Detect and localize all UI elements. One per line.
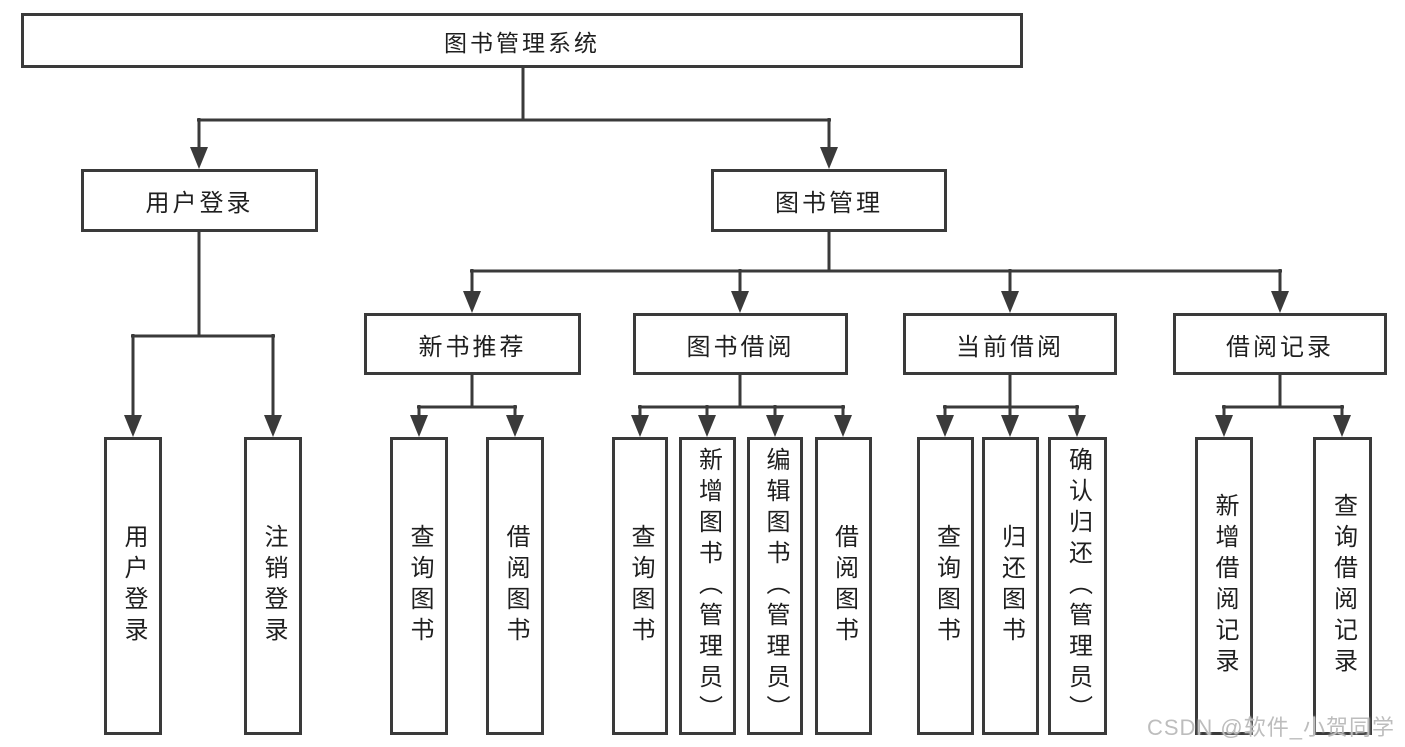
leaf-user-login: 用户登录 (104, 437, 162, 735)
leaf-query-book-recommend: 查询图书 (390, 437, 448, 735)
leaf-query-book-recommend-label: 查询图书 (406, 524, 433, 648)
node-current-borrow: 当前借阅 (903, 313, 1117, 375)
leaf-query-book-borrow: 查询图书 (612, 437, 668, 735)
leaf-confirm-return-admin: 确认归还（管理员） (1048, 437, 1107, 735)
leaf-borrow-book: 借阅图书 (815, 437, 872, 735)
node-current-borrow-label: 当前借阅 (956, 333, 1064, 361)
csdn-watermark: CSDN @软件_小贺同学 (1146, 715, 1395, 740)
leaf-borrow-book-label: 借阅图书 (830, 524, 858, 648)
node-book-management-label: 图书管理 (775, 190, 883, 217)
node-user-login-label: 用户登录 (145, 190, 254, 217)
leaf-return-book: 归还图书 (982, 437, 1039, 735)
leaf-user-login-label: 用户登录 (120, 524, 147, 648)
node-library-system: 图书管理系统 (21, 13, 1023, 68)
node-user-login: 用户登录 (81, 169, 318, 232)
leaf-confirm-return-admin-label: 确认归还（管理员） (1064, 446, 1092, 726)
leaf-borrow-book-recommend-label: 借阅图书 (502, 524, 529, 648)
node-book-borrow: 图书借阅 (633, 313, 848, 375)
node-new-book-recommend: 新书推荐 (364, 313, 581, 375)
leaf-edit-book-admin: 编辑图书（管理员） (747, 437, 803, 735)
node-new-book-recommend-label: 新书推荐 (418, 333, 527, 361)
leaf-query-borrow-record: 查询借阅记录 (1313, 437, 1372, 735)
leaf-borrow-book-recommend: 借阅图书 (486, 437, 544, 735)
leaf-add-book-admin-label: 新增图书（管理员） (694, 446, 722, 726)
leaf-add-borrow-record-label: 新增借阅记录 (1211, 493, 1238, 679)
leaf-query-book-current: 查询图书 (917, 437, 974, 735)
leaf-return-book-label: 归还图书 (997, 524, 1025, 648)
leaf-add-book-admin: 新增图书（管理员） (679, 437, 736, 735)
leaf-query-book-current-label: 查询图书 (932, 524, 960, 648)
leaf-query-book-borrow-label: 查询图书 (627, 524, 654, 648)
node-borrow-records: 借阅记录 (1173, 313, 1387, 375)
leaf-edit-book-admin-label: 编辑图书（管理员） (762, 446, 789, 726)
leaf-logout: 注销登录 (244, 437, 302, 735)
leaf-add-borrow-record: 新增借阅记录 (1195, 437, 1253, 735)
node-library-system-label: 图书管理系统 (444, 29, 600, 56)
node-book-management: 图书管理 (711, 169, 947, 232)
node-book-borrow-label: 图书借阅 (686, 333, 795, 361)
node-borrow-records-label: 借阅记录 (1226, 333, 1334, 361)
leaf-logout-label: 注销登录 (260, 524, 287, 648)
leaf-query-borrow-record-label: 查询借阅记录 (1329, 493, 1357, 679)
